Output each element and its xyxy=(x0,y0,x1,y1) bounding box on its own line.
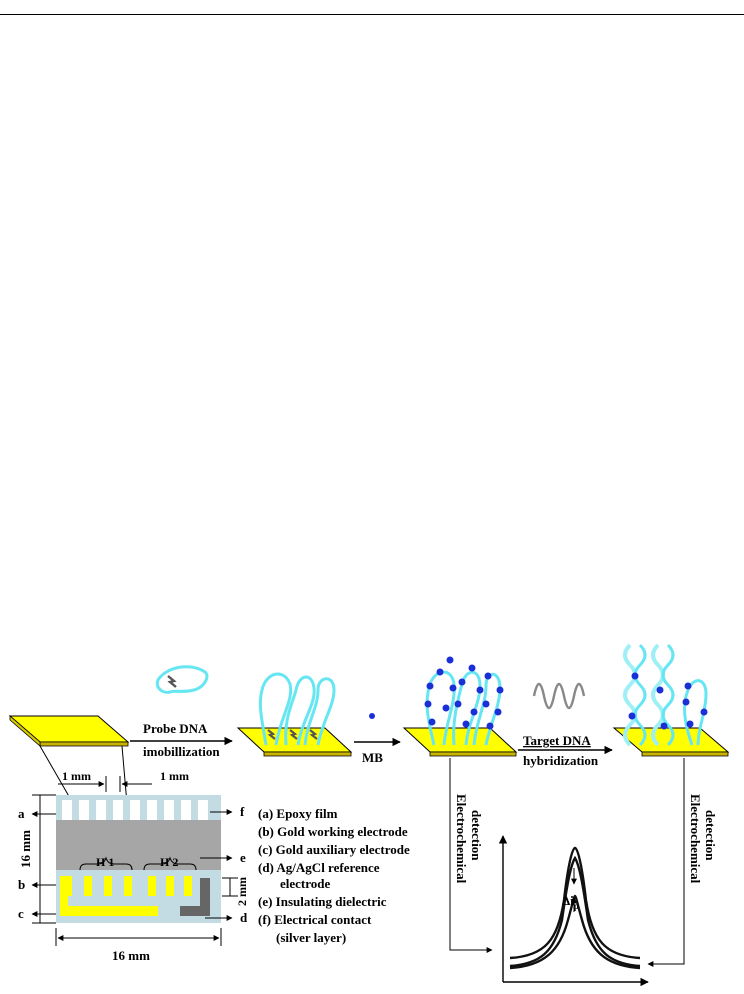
marker-d: d xyxy=(240,910,248,925)
electrode-layout xyxy=(56,795,221,923)
legend-item: (b) Gold working electrode xyxy=(258,824,408,839)
voltammogram-curve-after xyxy=(509,894,641,970)
detection-left-2: detection xyxy=(469,810,484,861)
plate-with-probes xyxy=(236,672,353,757)
marker-e: e xyxy=(240,850,246,865)
marker-c: c xyxy=(18,906,24,921)
voltammogram-curve-before xyxy=(509,846,641,960)
legend-item: (c) Gold auxiliary electrode xyxy=(258,842,410,857)
marker-b: b xyxy=(18,877,25,892)
dim-1mm-right: 1 mm xyxy=(160,769,189,783)
delta-ip-label: Δip xyxy=(562,893,579,911)
dim-1mm-left: 1 mm xyxy=(62,769,91,783)
marker-a: a xyxy=(18,806,25,821)
immobilization-label: imobillization xyxy=(143,744,220,759)
h2-brace xyxy=(143,856,197,871)
dim-width: 16 mm xyxy=(112,948,150,963)
h1-brace xyxy=(79,856,133,871)
marker-f: f xyxy=(240,804,245,819)
delta-ip-subscript: p xyxy=(574,901,579,911)
hybridization-label: hybridization xyxy=(523,753,599,768)
detection-left-1: Electrochemical xyxy=(454,794,469,884)
legend: (a) Epoxy film (b) Gold working electrod… xyxy=(258,806,410,945)
target-dna-label: Target DNA xyxy=(523,733,591,748)
dim-2mm: 2 mm xyxy=(235,877,249,906)
probe-dna-icon xyxy=(155,665,209,694)
legend-item: (a) Epoxy film xyxy=(258,806,338,821)
h2-label: H 2 xyxy=(160,855,178,869)
probe-dna-label: Probe DNA xyxy=(143,721,208,736)
voltammogram-curve-before-outer xyxy=(509,855,641,968)
legend-item: (d) Ag/AgCl reference xyxy=(258,860,380,875)
bare-electrode-plate xyxy=(8,715,130,747)
legend-item: (e) Insulating dielectric xyxy=(258,894,387,909)
dim-height: 16 mm xyxy=(18,830,33,868)
h1-label: H 1 xyxy=(96,855,114,869)
plate-with-mb-probes xyxy=(402,656,518,757)
top-rule xyxy=(0,14,744,15)
detection-right-2: detection xyxy=(703,810,718,861)
detection-arrow-left xyxy=(449,758,493,953)
detection-right-1: Electrochemical xyxy=(688,794,703,884)
mb-label: MB xyxy=(362,750,383,765)
mb-molecule-icon xyxy=(369,713,375,719)
legend-item: (silver layer) xyxy=(276,930,346,945)
detection-arrow-right xyxy=(647,758,685,967)
plate-hybridized xyxy=(612,643,730,757)
delta-ip-symbol: Δi xyxy=(562,893,574,908)
legend-item: (f) Electrical contact xyxy=(258,912,372,927)
legend-item: electrode xyxy=(280,876,331,891)
target-dna-icon xyxy=(532,682,586,710)
